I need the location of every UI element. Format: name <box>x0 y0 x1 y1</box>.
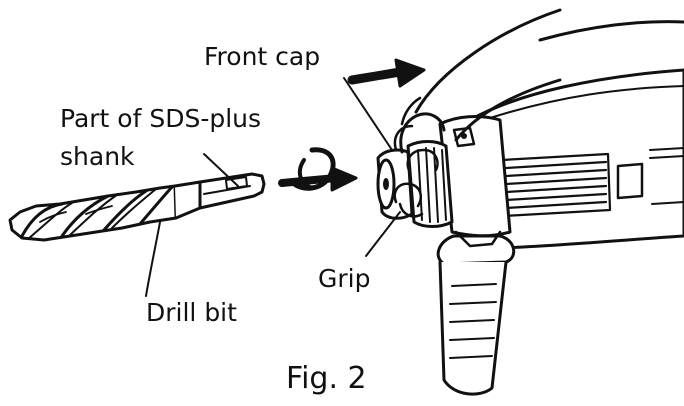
front-cap-leader <box>343 77 393 151</box>
hammer-drill-graphic <box>376 68 684 396</box>
drill-bit-label: Drill bit <box>146 298 237 327</box>
grip-leader <box>365 211 401 257</box>
push-arrow-graphic <box>347 58 426 88</box>
sds-shank-leader <box>203 153 239 187</box>
front-cap-label: Front cap <box>204 42 321 71</box>
hand-graphic <box>393 8 684 218</box>
grip-label: Grip <box>318 264 371 293</box>
figure-caption: Fig. 2 <box>286 361 367 396</box>
sds-plus-shank-label-line1: Part of SDS-plus <box>60 104 262 133</box>
drill-bit-graphic <box>8 172 266 242</box>
rotation-arrow-graphic <box>278 147 358 192</box>
drill-bit-leader <box>145 221 161 297</box>
sds-plus-shank-label-line2: shank <box>60 142 135 171</box>
